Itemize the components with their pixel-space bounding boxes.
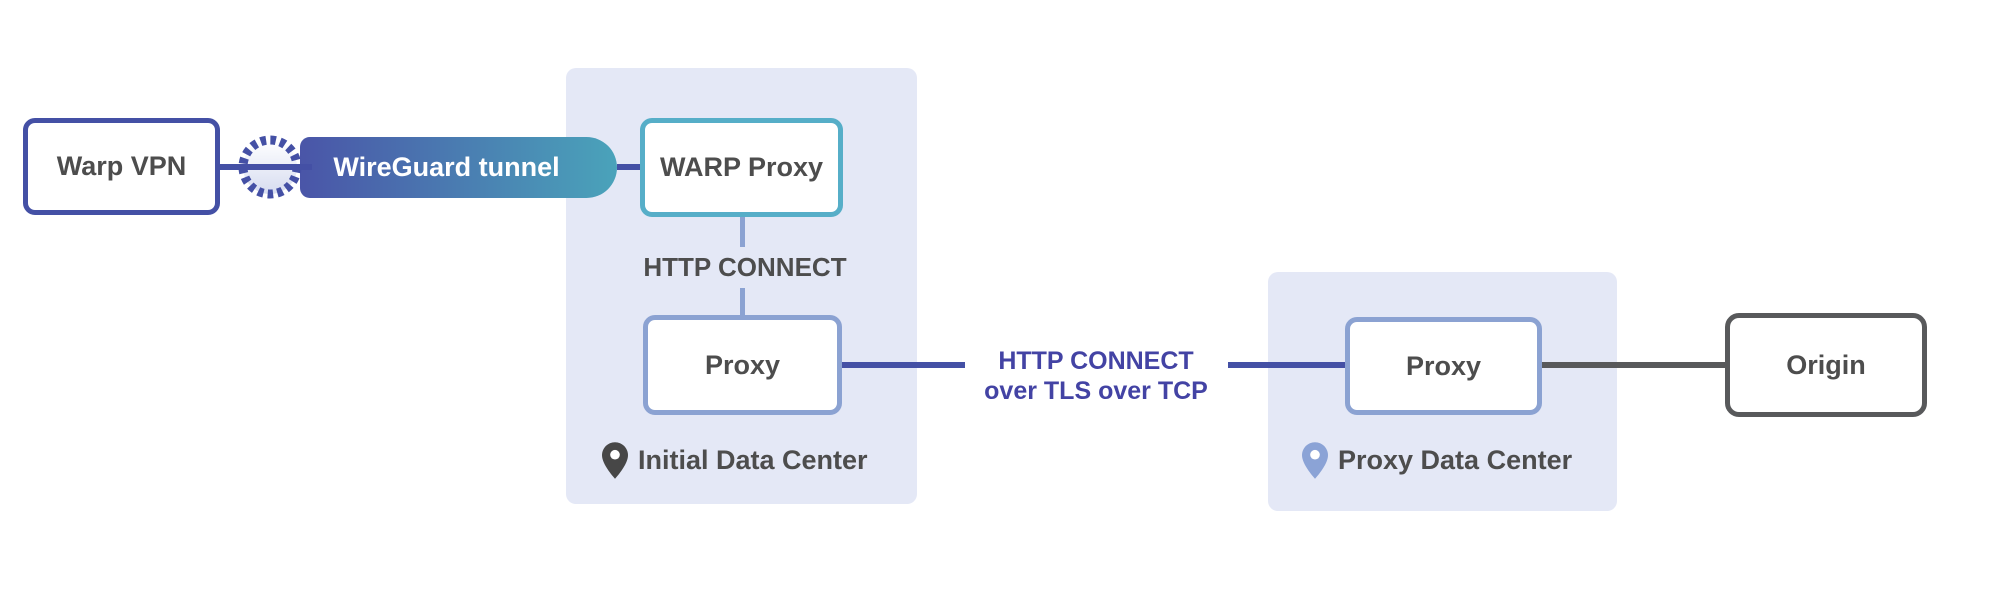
http-connect-tls-edge-label: HTTP CONNECT over TLS over TCP [946, 346, 1246, 406]
proxy-data-center-label: Proxy Data Center [1302, 442, 1572, 479]
location-pin-light-icon [1302, 442, 1328, 479]
initial-data-center-text: Initial Data Center [638, 445, 868, 475]
remote-proxy-node: Proxy [1345, 317, 1542, 415]
origin-label: Origin [1786, 349, 1866, 380]
wireguard-tunnel-label: WireGuard tunnel [333, 152, 560, 182]
http-connect-edge-label: HTTP CONNECT [643, 252, 847, 282]
remote-proxy-label: Proxy [1405, 350, 1482, 381]
warp-proxy-label: WARP Proxy [659, 152, 824, 182]
proxy-data-center-text: Proxy Data Center [1338, 445, 1573, 475]
initial-data-center-label: Initial Data Center [602, 442, 868, 479]
warp-vpn-label: Warp VPN [56, 151, 187, 181]
warp-proxy-node: WARP Proxy [640, 118, 843, 217]
edge-proxy-to-proxy-right [1228, 362, 1345, 368]
edge-warpproxy-to-proxy-lower [740, 288, 745, 315]
http-connect-tls-line1: HTTP CONNECT [998, 347, 1194, 375]
initial-proxy-node: Proxy [643, 315, 842, 415]
wireguard-tunnel-pill: WireGuard tunnel [300, 137, 617, 198]
edge-warpproxy-to-proxy-upper [740, 217, 745, 247]
warp-vpn-node: Warp VPN [23, 118, 220, 215]
edge-warpvpn-to-tunnel [220, 164, 312, 170]
edge-tunnel-to-warpproxy [617, 164, 640, 170]
http-connect-tls-line2: over TLS over TCP [984, 377, 1208, 405]
initial-proxy-label: Proxy [704, 349, 781, 380]
edge-proxy-to-proxy-left [842, 362, 965, 368]
edge-proxy-to-origin [1542, 362, 1725, 368]
location-pin-dark-icon [602, 442, 628, 479]
origin-node: Origin [1725, 313, 1927, 417]
